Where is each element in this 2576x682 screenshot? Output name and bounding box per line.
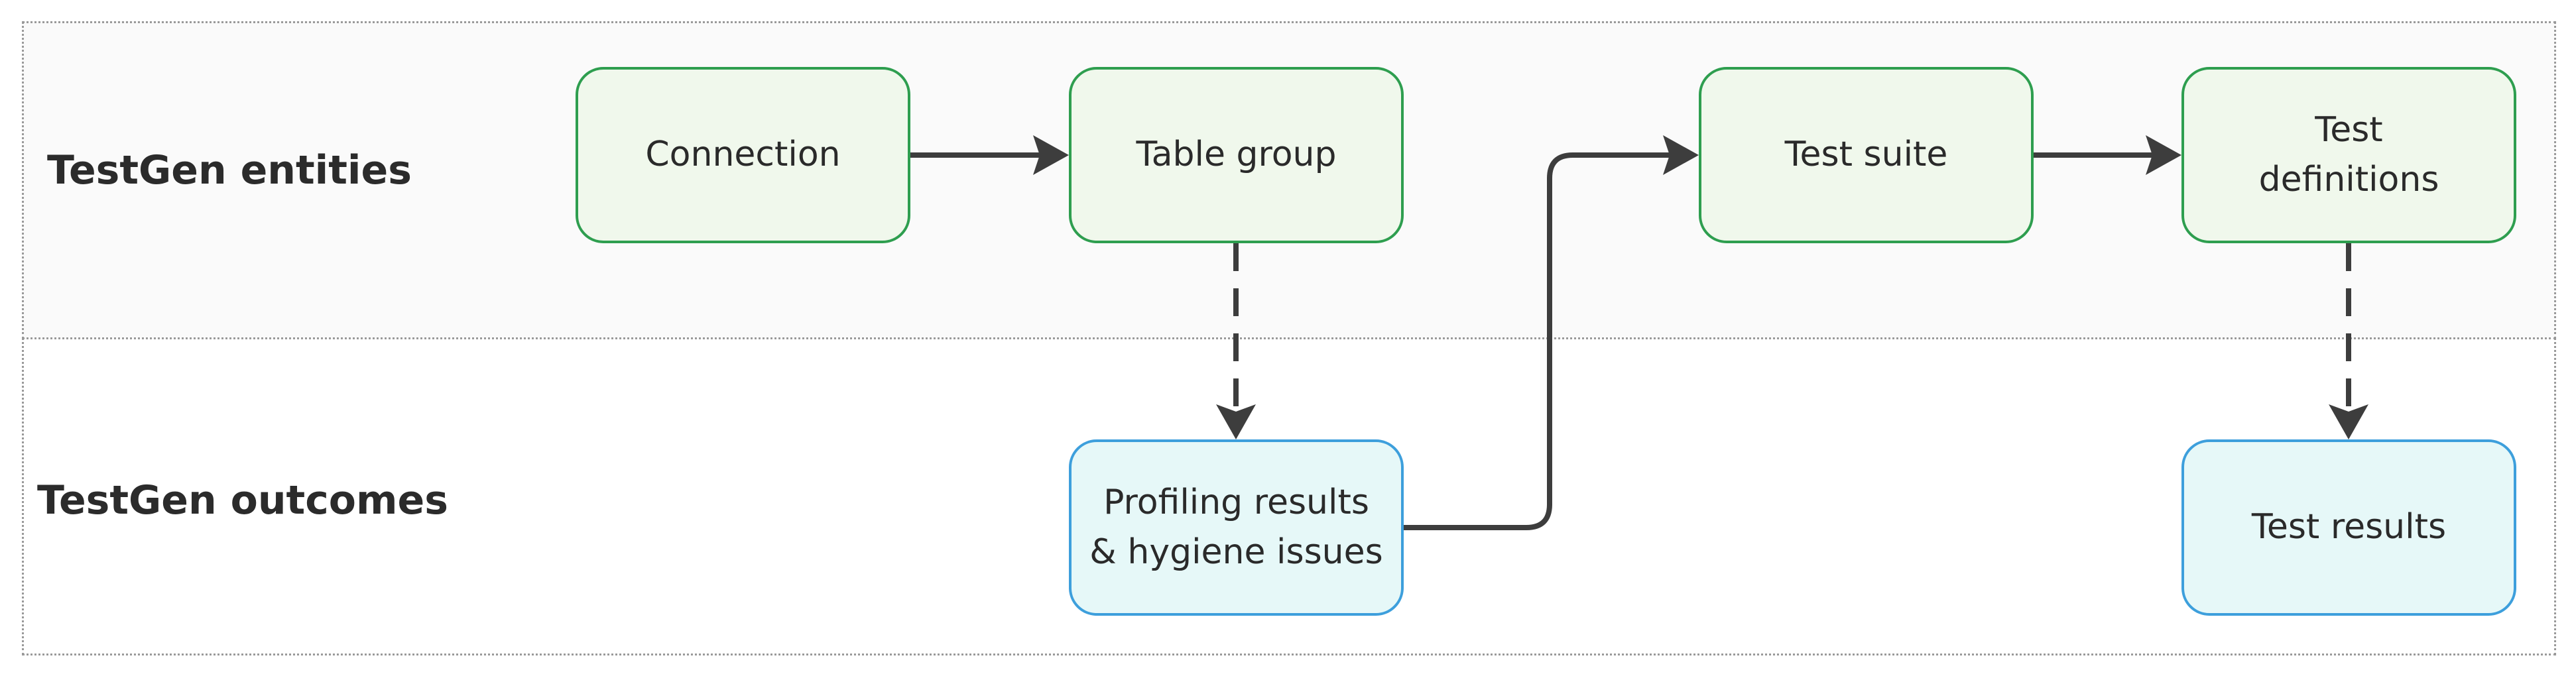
test-results-label: Test results — [2251, 507, 2447, 547]
entities-lane-label: TestGen entities — [47, 147, 412, 194]
test-suite-label: Test suite — [1784, 135, 1948, 175]
test-definitions-label: Test definitions — [2258, 109, 2439, 199]
edge-profiling-to-test-suite — [1404, 152, 1691, 530]
outcomes-lane-label: TestGen outcomes — [37, 477, 448, 524]
test-suite-node: Test suite — [1699, 67, 2034, 243]
table-group-node: Table group — [1069, 67, 1404, 243]
connection-node: Connection — [576, 67, 910, 243]
arrowhead-table-group-to-profiling — [1216, 404, 1256, 439]
test-definitions-node: Test definitions — [2181, 67, 2516, 243]
table-group-label: Table group — [1136, 135, 1337, 175]
profiling-results-node: Profiling results & hygiene issues — [1069, 439, 1404, 616]
connection-label: Connection — [645, 135, 841, 175]
test-results-node: Test results — [2181, 439, 2516, 616]
arrowhead-test-definitions-to-test-results — [2329, 404, 2368, 439]
arrowhead-connection-to-table-group — [1033, 135, 1069, 175]
profiling-results-label: Profiling results & hygiene issues — [1089, 482, 1383, 572]
arrowhead-profiling-to-test-suite — [1663, 135, 1699, 175]
arrowhead-test-suite-to-test-definitions — [2146, 135, 2181, 175]
